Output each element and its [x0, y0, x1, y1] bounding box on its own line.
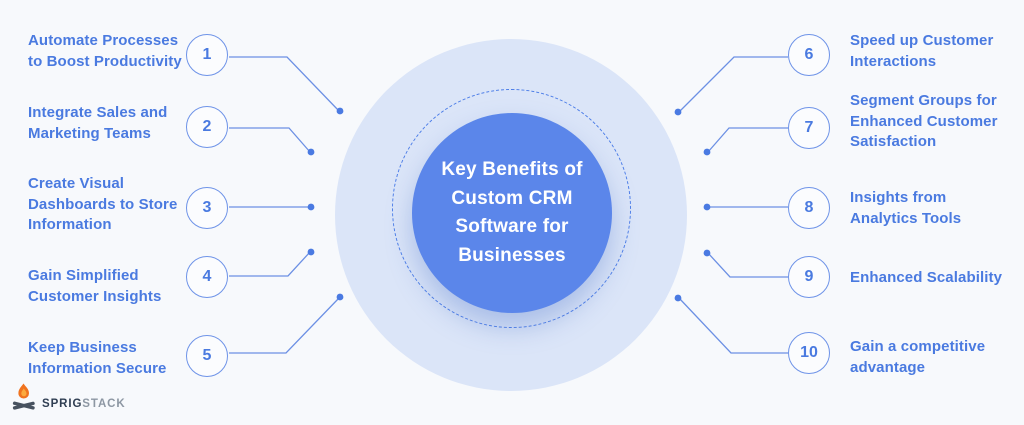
- logo-text: SPRIGSTACK: [42, 398, 126, 412]
- logo-text-secondary: STACK: [82, 398, 126, 410]
- sprigstack-logo: SPRIGSTACK: [12, 383, 126, 412]
- center-circle: Key Benefits of Custom CRM Software for …: [412, 113, 612, 313]
- benefit-number-3: 3: [186, 187, 228, 229]
- benefit-label-4: Gain Simplified Customer Insights: [28, 267, 162, 305]
- dashed-ring: [392, 89, 631, 328]
- benefit-label-6: Speed up Customer Interactions: [850, 32, 994, 70]
- benefit-label-9: Enhanced Scalability: [850, 269, 1003, 286]
- benefit-number-6: 6: [788, 34, 830, 76]
- benefit-number-7: 7: [788, 107, 830, 149]
- benefit-number-9: 9: [788, 256, 830, 298]
- benefit-number-8-text: 8: [804, 199, 814, 216]
- benefit-label-2: Integrate Sales and Marketing Teams: [28, 104, 168, 142]
- benefit-number-2-text: 2: [202, 118, 212, 135]
- center-title: Key Benefits of Custom CRM Software for …: [441, 159, 583, 266]
- benefit-label-1: Automate Processes to Boost Productivity: [28, 32, 182, 70]
- benefit-number-4-text: 4: [202, 268, 212, 285]
- benefit-number-5-text: 5: [202, 347, 212, 364]
- benefit-label-3: Create Visual Dashboards to Store Inform…: [28, 175, 178, 233]
- benefit-number-8: 8: [788, 187, 830, 229]
- benefit-number-9-text: 9: [804, 268, 814, 285]
- benefit-number-10-text: 10: [800, 344, 818, 361]
- campfire-icon: [12, 383, 35, 410]
- benefit-label-7: Segment Groups for Enhanced Customer Sat…: [850, 92, 998, 150]
- benefit-number-5: 5: [186, 335, 228, 377]
- logo-text-primary: SPRIG: [42, 398, 83, 410]
- benefit-number-1: 1: [186, 34, 228, 76]
- benefit-number-2: 2: [186, 106, 228, 148]
- benefit-number-10: 10: [788, 332, 830, 374]
- benefit-number-1-text: 1: [202, 46, 212, 63]
- benefit-number-3-text: 3: [202, 199, 212, 216]
- benefit-number-7-text: 7: [804, 119, 814, 136]
- benefit-label-8: Insights from Analytics Tools: [850, 189, 962, 227]
- benefit-label-5: Keep Business Information Secure: [28, 339, 167, 377]
- benefit-number-4: 4: [186, 256, 228, 298]
- benefit-label-10: Gain a competitive advantage: [850, 338, 986, 376]
- benefit-number-6-text: 6: [804, 46, 814, 63]
